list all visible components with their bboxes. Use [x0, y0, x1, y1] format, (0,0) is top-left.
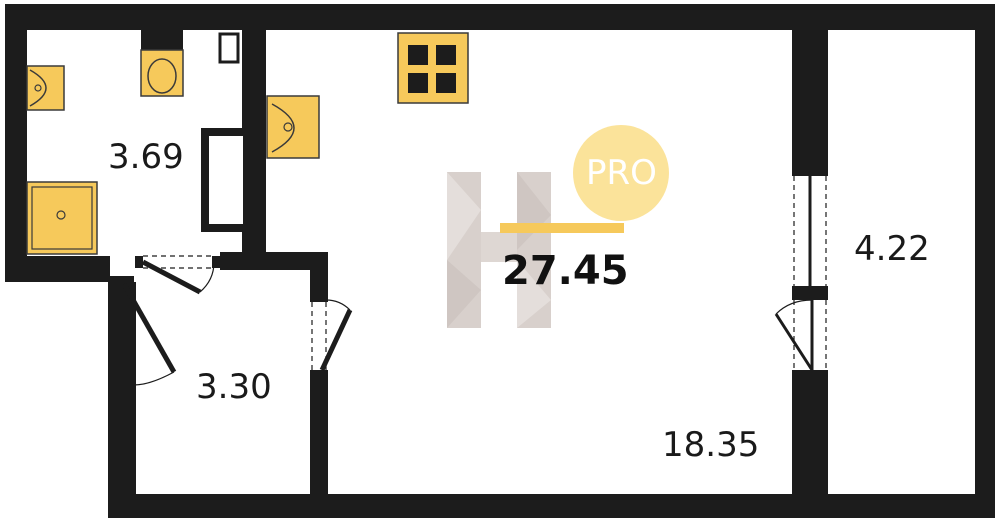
total-area: 27.45	[502, 248, 629, 294]
niche	[218, 32, 240, 64]
room-area-hall: 3.30	[196, 367, 272, 407]
room-area-living: 18.35	[662, 425, 760, 465]
shaft	[201, 128, 251, 232]
door-bathroom	[135, 255, 220, 295]
walls	[5, 4, 995, 518]
door-entrance	[109, 276, 177, 390]
toilet-icon	[140, 30, 184, 97]
window-balcony-door	[774, 168, 828, 378]
room-area-bathroom: 3.69	[108, 137, 184, 177]
room-area-balcony: 4.22	[854, 229, 930, 269]
stove-icon	[397, 32, 469, 104]
accent-bar	[500, 223, 624, 233]
sink-icon	[26, 65, 65, 111]
door-hall-living	[310, 294, 353, 378]
pro-badge	[573, 125, 669, 221]
kitchen-sink-icon	[266, 95, 320, 159]
shower-icon	[26, 181, 98, 255]
pro-badge-text: PRO	[586, 153, 657, 193]
watermark-logo	[447, 172, 551, 328]
